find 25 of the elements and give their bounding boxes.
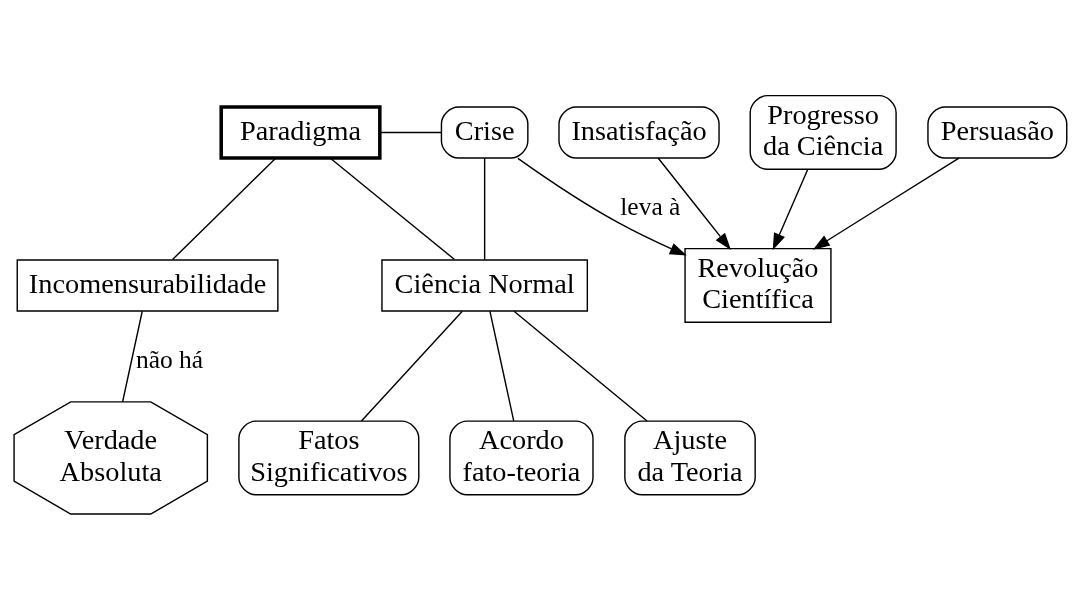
node-box: Incomensurabilidade [16, 258, 279, 312]
node-box: Crise [440, 105, 529, 159]
node-box: Paradigma [219, 104, 382, 160]
connector [121, 310, 143, 403]
node-box: Insatisfação [558, 105, 720, 159]
connector [483, 156, 486, 260]
node-box: Acordo fato-teoria [449, 419, 594, 495]
connector [379, 131, 442, 133]
connector [171, 156, 277, 260]
connector [489, 310, 515, 422]
connector [360, 310, 464, 422]
edge-label: leva à [620, 191, 681, 221]
connector [329, 156, 456, 260]
node-box: Revolução Científica [684, 247, 832, 323]
arrow [772, 168, 809, 250]
connector [513, 310, 648, 422]
node-box: Progresso da Ciência [749, 94, 897, 170]
node-box: Persuasão [927, 105, 1068, 159]
arrow [657, 156, 731, 250]
node-box: Fatos Significativos [238, 419, 420, 495]
node-box: Ciência Normal [381, 258, 589, 312]
node-box: Ajuste da Teoria [624, 419, 756, 495]
arrow [517, 157, 687, 256]
arrow [812, 156, 960, 250]
edge-label: não há [135, 344, 204, 374]
